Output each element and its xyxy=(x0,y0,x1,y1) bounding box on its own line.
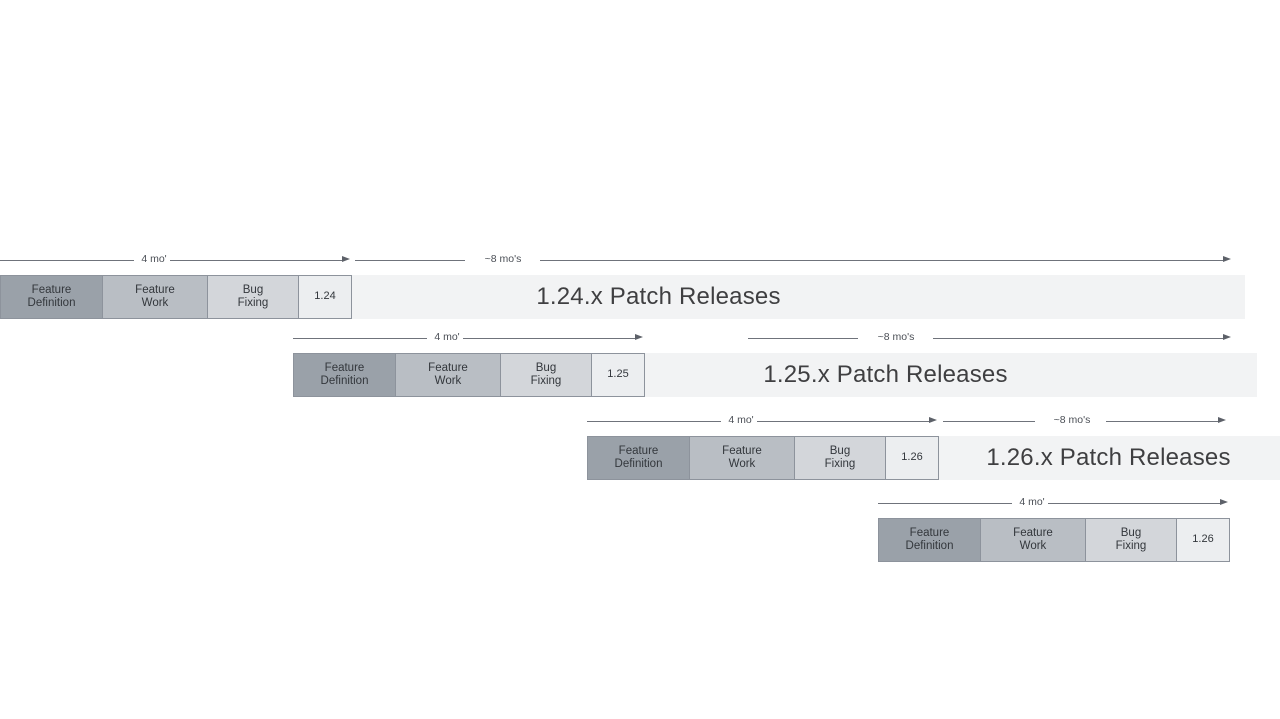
dev-duration-label: 4 mo' xyxy=(434,331,460,343)
dev-duration-arrow-1-26: 4 mo' xyxy=(587,414,939,429)
version-release-box[interactable]: 1.26 xyxy=(1176,518,1230,562)
phase-block-bug-fixing[interactable]: Bug Fixing xyxy=(500,353,592,397)
phase-blocks-1-26: Feature Definition Feature Work Bug Fixi… xyxy=(587,436,939,480)
arrow-head-icon xyxy=(929,417,937,424)
patch-release-band-1-25: 1.25.x Patch Releases xyxy=(644,353,1257,397)
patch-release-label: 1.24.x Patch Releases xyxy=(536,283,781,310)
patch-duration-label: ~8 mo's xyxy=(484,253,522,265)
phase-block-feature-work[interactable]: Feature Work xyxy=(980,518,1086,562)
dev-duration-label: 4 mo' xyxy=(728,414,754,426)
arrow-head-icon xyxy=(1223,256,1231,263)
phase-block-feature-work[interactable]: Feature Work xyxy=(395,353,501,397)
patch-duration-label: ~8 mo's xyxy=(1053,414,1091,426)
phase-blocks-1-25: Feature Definition Feature Work Bug Fixi… xyxy=(293,353,645,397)
dev-duration-label: 4 mo' xyxy=(1019,496,1045,508)
phase-block-feature-definition[interactable]: Feature Definition xyxy=(878,518,981,562)
patch-release-label: 1.25.x Patch Releases xyxy=(763,361,1008,388)
arrow-head-icon xyxy=(1220,499,1228,506)
patch-duration-arrow-1-24: ~8 mo's xyxy=(355,253,1233,268)
patch-duration-label: ~8 mo's xyxy=(877,331,915,343)
version-release-box[interactable]: 1.25 xyxy=(591,353,645,397)
arrow-head-icon xyxy=(635,334,643,341)
phase-block-feature-work[interactable]: Feature Work xyxy=(102,275,208,319)
phase-block-feature-definition[interactable]: Feature Definition xyxy=(0,275,103,319)
dev-duration-arrow-1-25: 4 mo' xyxy=(293,331,645,346)
phase-block-bug-fixing[interactable]: Bug Fixing xyxy=(794,436,886,480)
phase-block-feature-definition[interactable]: Feature Definition xyxy=(293,353,396,397)
phase-block-bug-fixing[interactable]: Bug Fixing xyxy=(1085,518,1177,562)
phase-block-bug-fixing[interactable]: Bug Fixing xyxy=(207,275,299,319)
arrow-head-icon xyxy=(1223,334,1231,341)
patch-duration-arrow-1-25: ~8 mo's xyxy=(748,331,1233,346)
patch-release-band-1-24: 1.24.x Patch Releases xyxy=(352,275,1245,319)
patch-release-label: 1.26.x Patch Releases xyxy=(986,444,1231,471)
dev-duration-label: 4 mo' xyxy=(141,253,167,265)
patch-duration-arrow-1-26: ~8 mo's xyxy=(943,414,1233,429)
arrow-head-icon xyxy=(342,256,350,263)
arrow-head-icon xyxy=(1218,417,1226,424)
dev-duration-arrow-1-26-next: 4 mo' xyxy=(878,496,1230,511)
phase-block-feature-definition[interactable]: Feature Definition xyxy=(587,436,690,480)
phase-block-feature-work[interactable]: Feature Work xyxy=(689,436,795,480)
phase-blocks-1-26-next: Feature Definition Feature Work Bug Fixi… xyxy=(878,518,1230,562)
phase-blocks-1-24: Feature Definition Feature Work Bug Fixi… xyxy=(0,275,352,319)
version-release-box[interactable]: 1.24 xyxy=(298,275,352,319)
patch-release-band-1-26: 1.26.x Patch Releases xyxy=(937,436,1280,480)
dev-duration-arrow-1-24: 4 mo' xyxy=(0,253,352,268)
version-release-box[interactable]: 1.26 xyxy=(885,436,939,480)
